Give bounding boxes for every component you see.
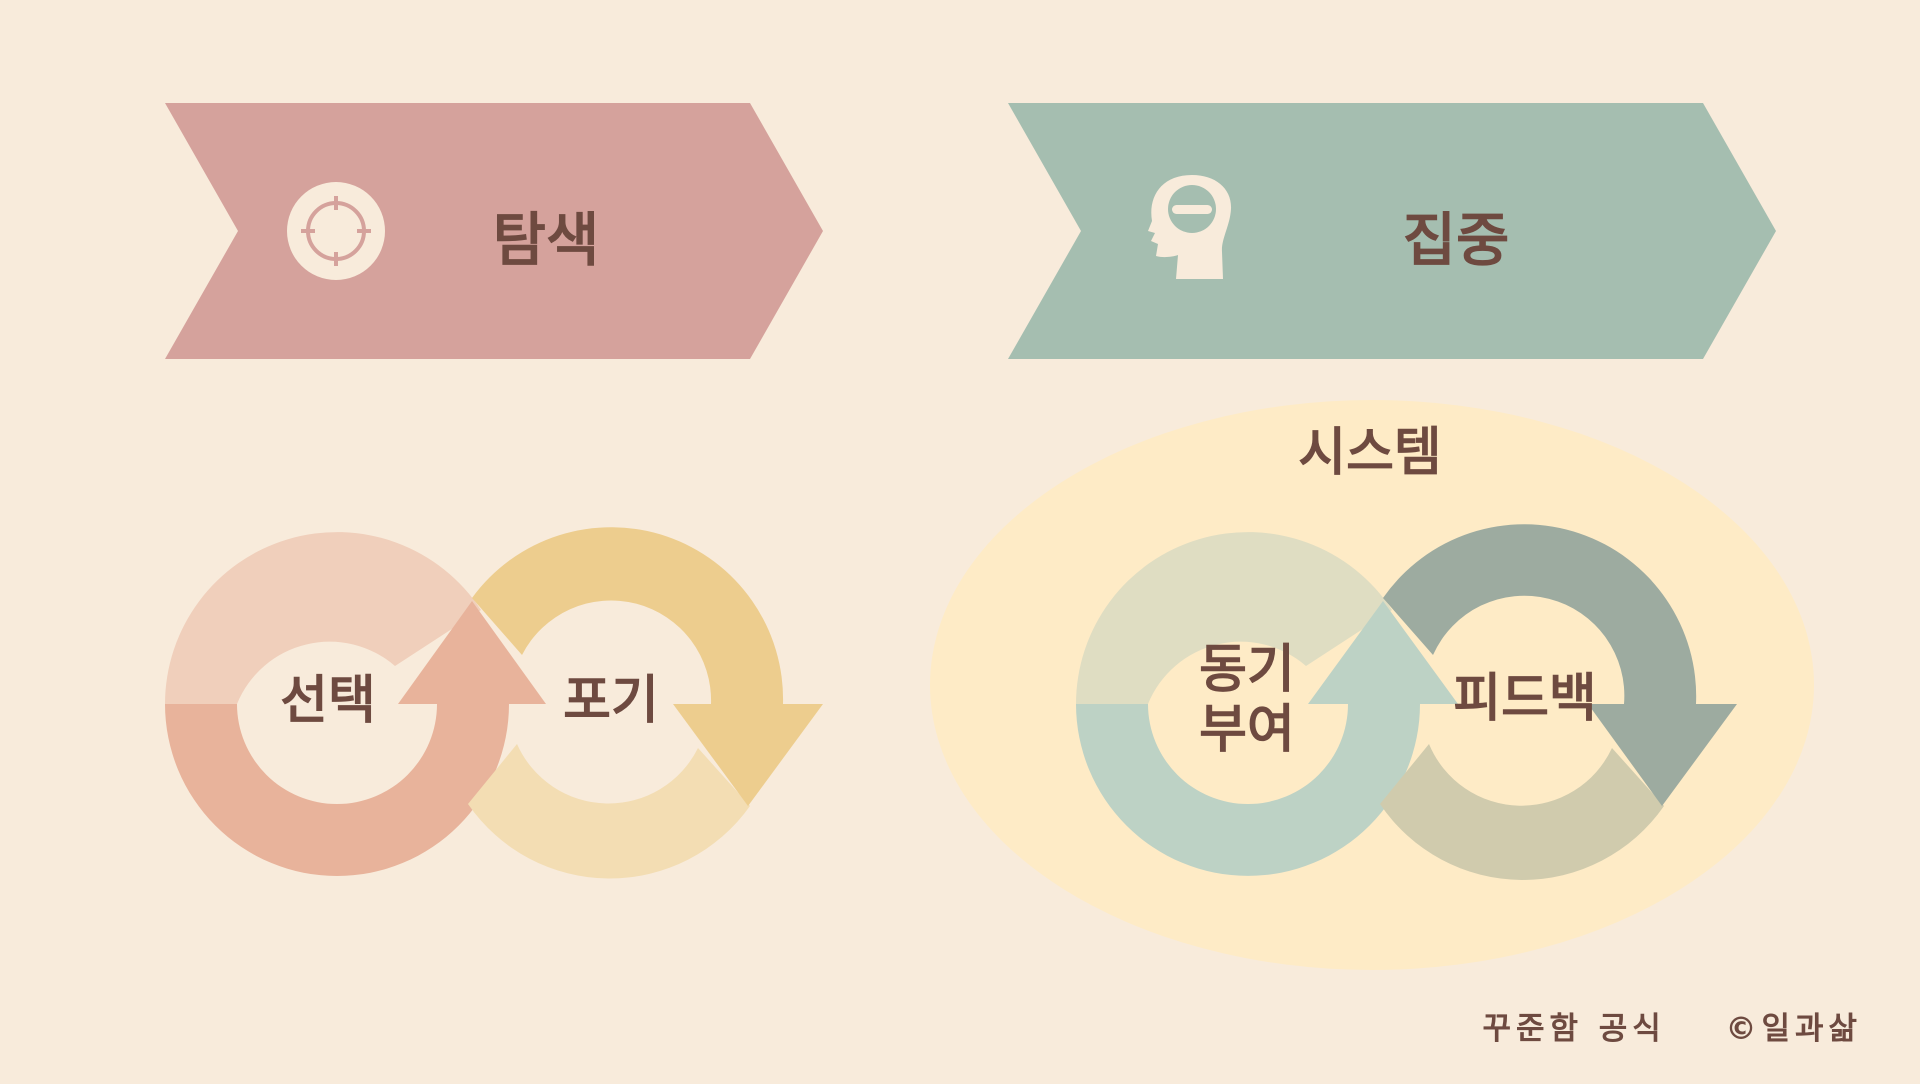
head-focus-icon (1148, 175, 1232, 279)
loop-label-giveup: 포기 (563, 671, 659, 731)
system-label: 시스템 (1298, 423, 1442, 483)
banner-explore-title: 탐색 (493, 206, 600, 274)
banner-explore: 탐색 (165, 103, 823, 359)
banner-focus-arrow (1008, 103, 1776, 359)
loop-choice-giveup: 선택 포기 (165, 527, 823, 879)
loop-right-top-arc (472, 527, 784, 704)
loop2-right-bottom-arc (1380, 744, 1664, 880)
banner-focus-title: 집중 (1403, 206, 1510, 274)
footer-copyright: ©일과삶 (1725, 1011, 1862, 1047)
loop2-label-motivation-line1: 동기 (1199, 640, 1295, 700)
loop2-left-arrowhead (1308, 601, 1458, 704)
loop-motivation-feedback: 동기 부여 피드백 (1076, 524, 1737, 880)
loop2-right-arrowhead (1588, 704, 1737, 806)
footer-credit: 꾸준함 공식 ©일과삶 (1482, 1003, 1862, 1048)
banner-focus: 집중 (1008, 103, 1776, 359)
loop2-right-top-arc (1383, 524, 1697, 704)
loop-left-bottom-arc (165, 704, 509, 876)
loop-label-choice: 선택 (280, 671, 376, 731)
crosshair-icon (287, 182, 385, 280)
loop2-left-top-arc (1076, 532, 1392, 704)
loop2-label-feedback: 피드백 (1453, 669, 1597, 729)
loop-left-top-arc (165, 532, 481, 704)
banner-explore-arrow (165, 103, 823, 359)
loop2-label-motivation-line2: 부여 (1199, 700, 1295, 760)
footer-brand: 꾸준함 공식 (1482, 1011, 1666, 1047)
loop2-left-bottom-arc (1076, 704, 1420, 876)
loop-left-arrowhead (398, 601, 546, 704)
system-group: 시스템 동기 부여 피드백 (930, 400, 1814, 970)
loop-right-arrowhead (673, 704, 823, 806)
loop-right-bottom-arc (468, 744, 750, 879)
